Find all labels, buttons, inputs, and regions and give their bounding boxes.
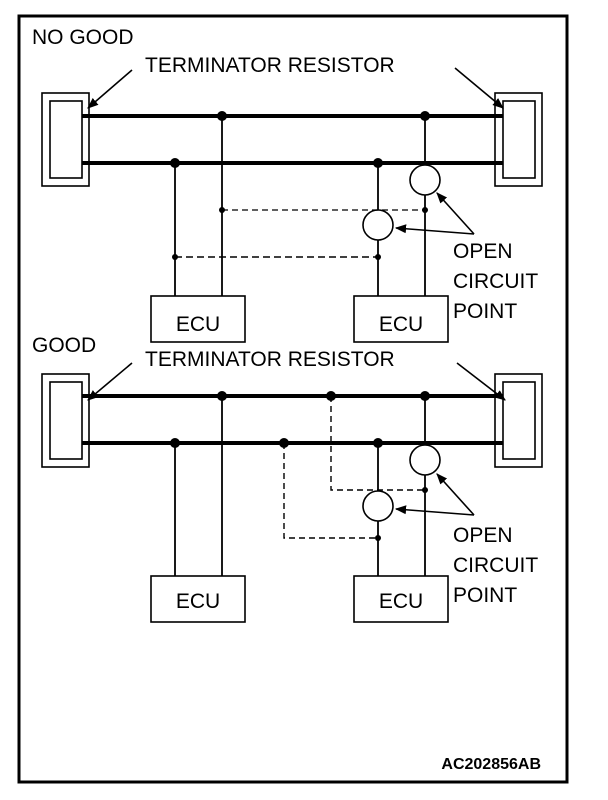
dashed-wire [283,443,378,539]
open-circuit-label-line3: POINT [453,584,517,607]
open-circuit-arrow [436,473,475,516]
open-circuit-label-line3: POINT [453,300,517,323]
junction-dot [172,254,178,260]
junction-dot [219,207,225,213]
terminator-label: TERMINATOR RESISTOR [145,54,395,77]
junction-dot [375,254,381,260]
panel-good: GOOD TERMINATOR RESISTOR [32,334,543,623]
terminator-label: TERMINATOR RESISTOR [145,348,395,371]
ecu-right: ECU [353,295,449,343]
terminator-arrow-left [87,362,133,401]
open-circuit-circle [409,164,441,196]
ecu-label: ECU [379,590,423,613]
status-label: GOOD [32,334,96,357]
open-circuit-label-line1: OPEN [453,524,513,547]
figure-code: AC202856AB [441,756,541,773]
terminator-resistor-left [41,92,90,187]
terminator-arrow-right [454,67,504,109]
panel-no-good: NO GOOD TERMINATOR RESISTOR [32,26,543,343]
open-circuit-circle [362,490,394,522]
open-circuit-circle [409,444,441,476]
status-label: NO GOOD [32,26,134,49]
junction-dot [422,207,428,213]
ecu-left: ECU [150,295,246,343]
junction-dot [422,487,428,493]
terminator-resistor-right [494,373,543,468]
open-circuit-circle [362,209,394,241]
ecu-right: ECU [353,575,449,623]
open-circuit-arrow [436,192,475,235]
dashed-wire [330,396,425,491]
open-circuit-label-line2: CIRCUIT [453,270,538,293]
terminator-resistor-left [41,373,90,468]
open-circuit-label-line2: CIRCUIT [453,554,538,577]
junction-dot [375,535,381,541]
ecu-label: ECU [176,590,220,613]
open-circuit-arrow [394,505,475,516]
ecu-label: ECU [176,313,220,336]
terminator-resistor-right [494,92,543,187]
open-circuit-label-line1: OPEN [453,240,513,263]
terminator-arrow-left [87,69,133,109]
figure-frame [17,14,569,784]
ecu-label: ECU [379,313,423,336]
terminator-arrow-right [456,362,506,401]
open-circuit-arrow [394,224,475,235]
ecu-left: ECU [150,575,246,623]
